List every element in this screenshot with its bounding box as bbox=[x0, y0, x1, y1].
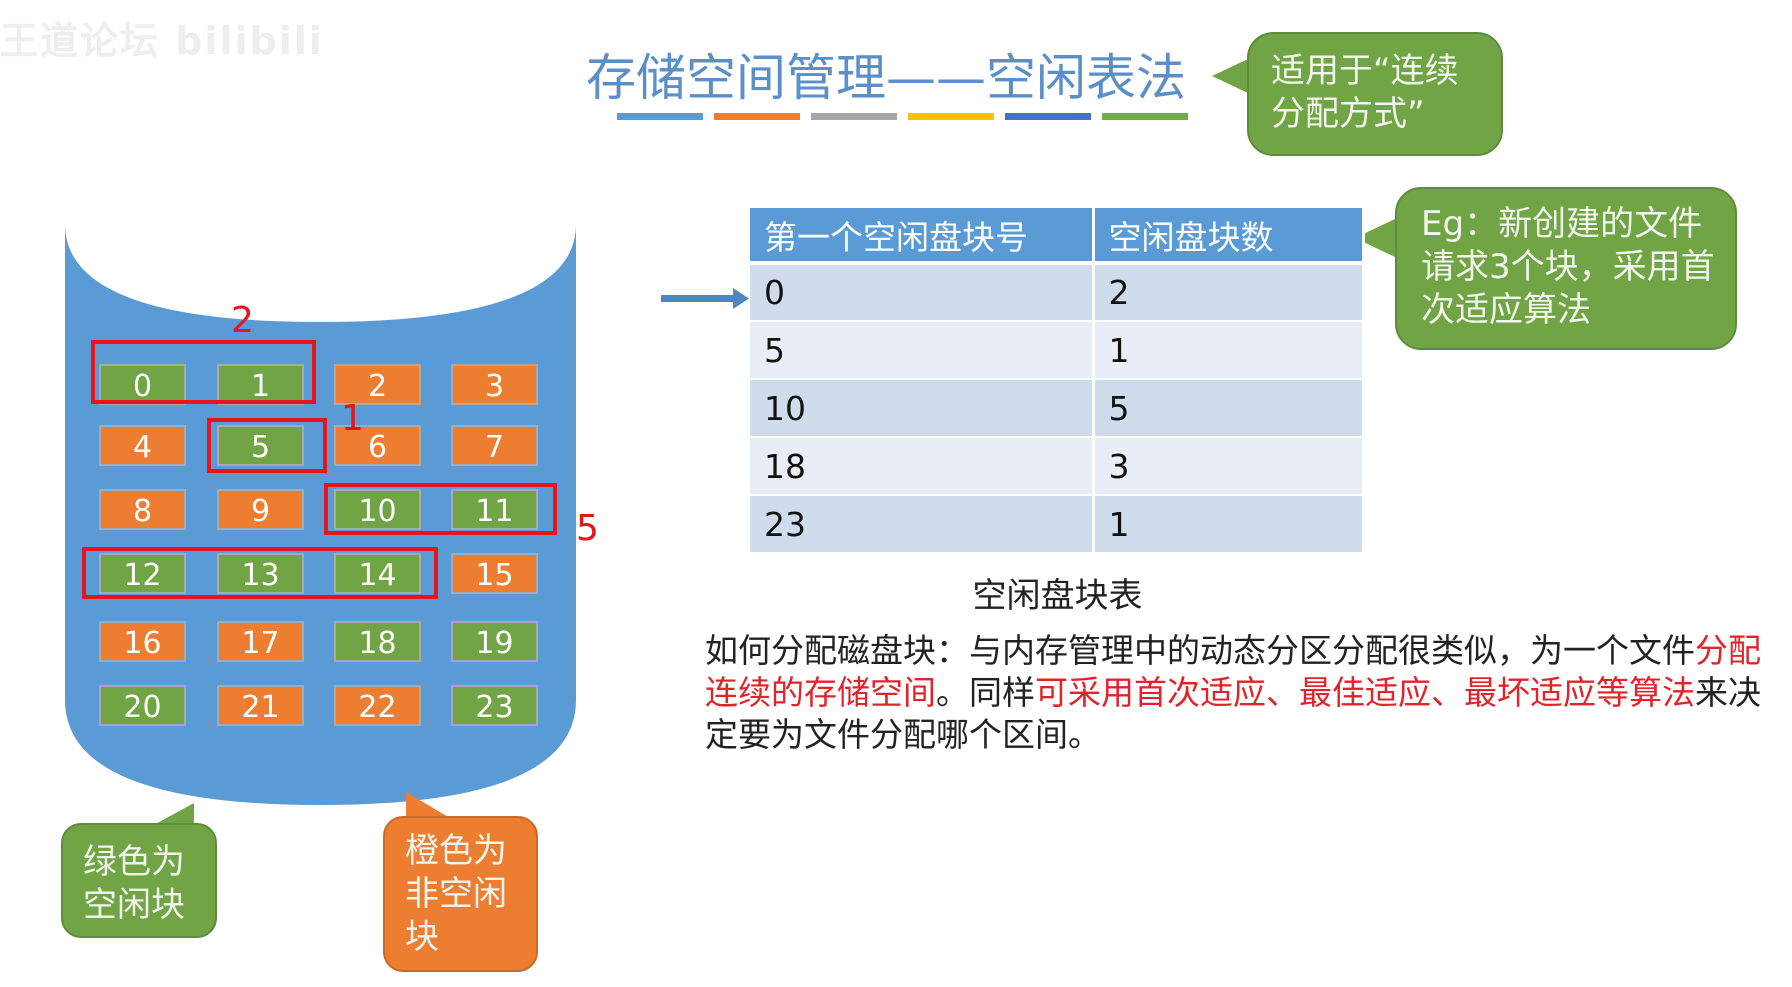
used-block: 22 bbox=[334, 685, 421, 726]
title-bar-segment bbox=[714, 113, 800, 120]
free-block: 19 bbox=[451, 621, 538, 662]
free-block: 5 bbox=[217, 425, 304, 466]
callout-continuous: 适用于“连续分配方式” bbox=[1247, 32, 1503, 156]
first-block-cell: 10 bbox=[750, 379, 1095, 438]
title-bar-segment bbox=[617, 113, 703, 120]
region-size-label: 2 bbox=[231, 300, 254, 341]
pointer-arrow-icon bbox=[661, 288, 749, 309]
title-bar-segment bbox=[1005, 113, 1091, 120]
free-count-cell: 3 bbox=[1093, 437, 1365, 496]
legend-free-text: 绿色为空闲块 bbox=[83, 842, 185, 925]
callout-tail bbox=[406, 792, 450, 818]
callout-continuous-text: 适用于“连续分配方式” bbox=[1271, 51, 1459, 134]
free-count-cell: 5 bbox=[1093, 379, 1365, 438]
title-bar-segment bbox=[908, 113, 994, 120]
used-block: 8 bbox=[99, 489, 186, 530]
column-header-first-free-block: 第一个空闲盘块号 bbox=[750, 208, 1095, 265]
callout-example-text: Eg：新创建的文件请求3个块，采用首次适应算法 bbox=[1421, 204, 1715, 330]
region-size-label: 5 bbox=[576, 508, 599, 549]
used-block: 9 bbox=[217, 489, 304, 530]
free-block: 20 bbox=[99, 685, 186, 726]
free-block: 14 bbox=[334, 553, 421, 594]
callout-tail bbox=[1212, 58, 1250, 94]
highlight-text: 可采用首次适应、最佳适应、最坏适应等算法 bbox=[1035, 673, 1695, 712]
free-block: 0 bbox=[99, 364, 186, 405]
text: 。同样 bbox=[936, 673, 1035, 712]
free-region-box bbox=[91, 340, 316, 404]
free-block: 18 bbox=[334, 621, 421, 662]
title-bar-segment bbox=[811, 113, 897, 120]
used-block: 17 bbox=[217, 621, 304, 662]
first-block-cell: 18 bbox=[750, 437, 1095, 496]
text: 来决定要为文件分配哪个区间。 bbox=[705, 673, 1761, 754]
free-block: 12 bbox=[99, 553, 186, 594]
text: 如何分配磁盘块：与内存管理中的动态分区分配很类似，为一个文件 bbox=[705, 631, 1695, 670]
callout-example: Eg：新创建的文件请求3个块，采用首次适应算法 bbox=[1395, 187, 1737, 350]
used-block: 6 bbox=[334, 425, 421, 466]
table-caption: 空闲盘块表 bbox=[972, 576, 1143, 616]
free-region-box bbox=[82, 547, 438, 599]
legend-used-text: 橙色为非空闲块 bbox=[405, 831, 507, 957]
slide-title: 存储空间管理——空闲表法 bbox=[586, 49, 1186, 107]
used-block: 15 bbox=[451, 553, 538, 594]
region-size-label: 1 bbox=[341, 398, 364, 439]
free-region-box bbox=[207, 418, 327, 473]
free-region-box bbox=[324, 483, 557, 535]
legend-free: 绿色为空闲块 bbox=[61, 823, 217, 938]
free-block: 10 bbox=[334, 489, 421, 530]
used-block: 7 bbox=[451, 425, 538, 466]
free-count-cell: 2 bbox=[1093, 263, 1365, 322]
free-block: 1 bbox=[217, 364, 304, 405]
free-block: 23 bbox=[451, 685, 538, 726]
free-count-cell: 1 bbox=[1093, 495, 1365, 554]
free-block: 13 bbox=[217, 553, 304, 594]
first-block-cell: 5 bbox=[750, 321, 1095, 380]
title-bar-segment bbox=[1102, 113, 1188, 120]
highlight-text: 分配连续的存储空间 bbox=[705, 631, 1761, 712]
first-block-cell: 0 bbox=[750, 263, 1095, 322]
free-block: 11 bbox=[451, 489, 538, 530]
first-block-cell: 23 bbox=[750, 495, 1095, 554]
disk-cylinder bbox=[65, 224, 576, 805]
column-header-free-count: 空闲盘块数 bbox=[1093, 208, 1365, 265]
used-block: 21 bbox=[217, 685, 304, 726]
used-block: 3 bbox=[451, 364, 538, 405]
legend-used: 橙色为非空闲块 bbox=[383, 816, 538, 972]
explanation-paragraph: 如何分配磁盘块：与内存管理中的动态分区分配很类似，为一个文件分配连续的存储空间。… bbox=[705, 630, 1785, 756]
free-count-cell: 1 bbox=[1093, 321, 1365, 380]
used-block: 2 bbox=[334, 364, 421, 405]
used-block: 4 bbox=[99, 425, 186, 466]
used-block: 16 bbox=[99, 621, 186, 662]
watermark: 王道论坛 bilibili bbox=[0, 19, 324, 63]
